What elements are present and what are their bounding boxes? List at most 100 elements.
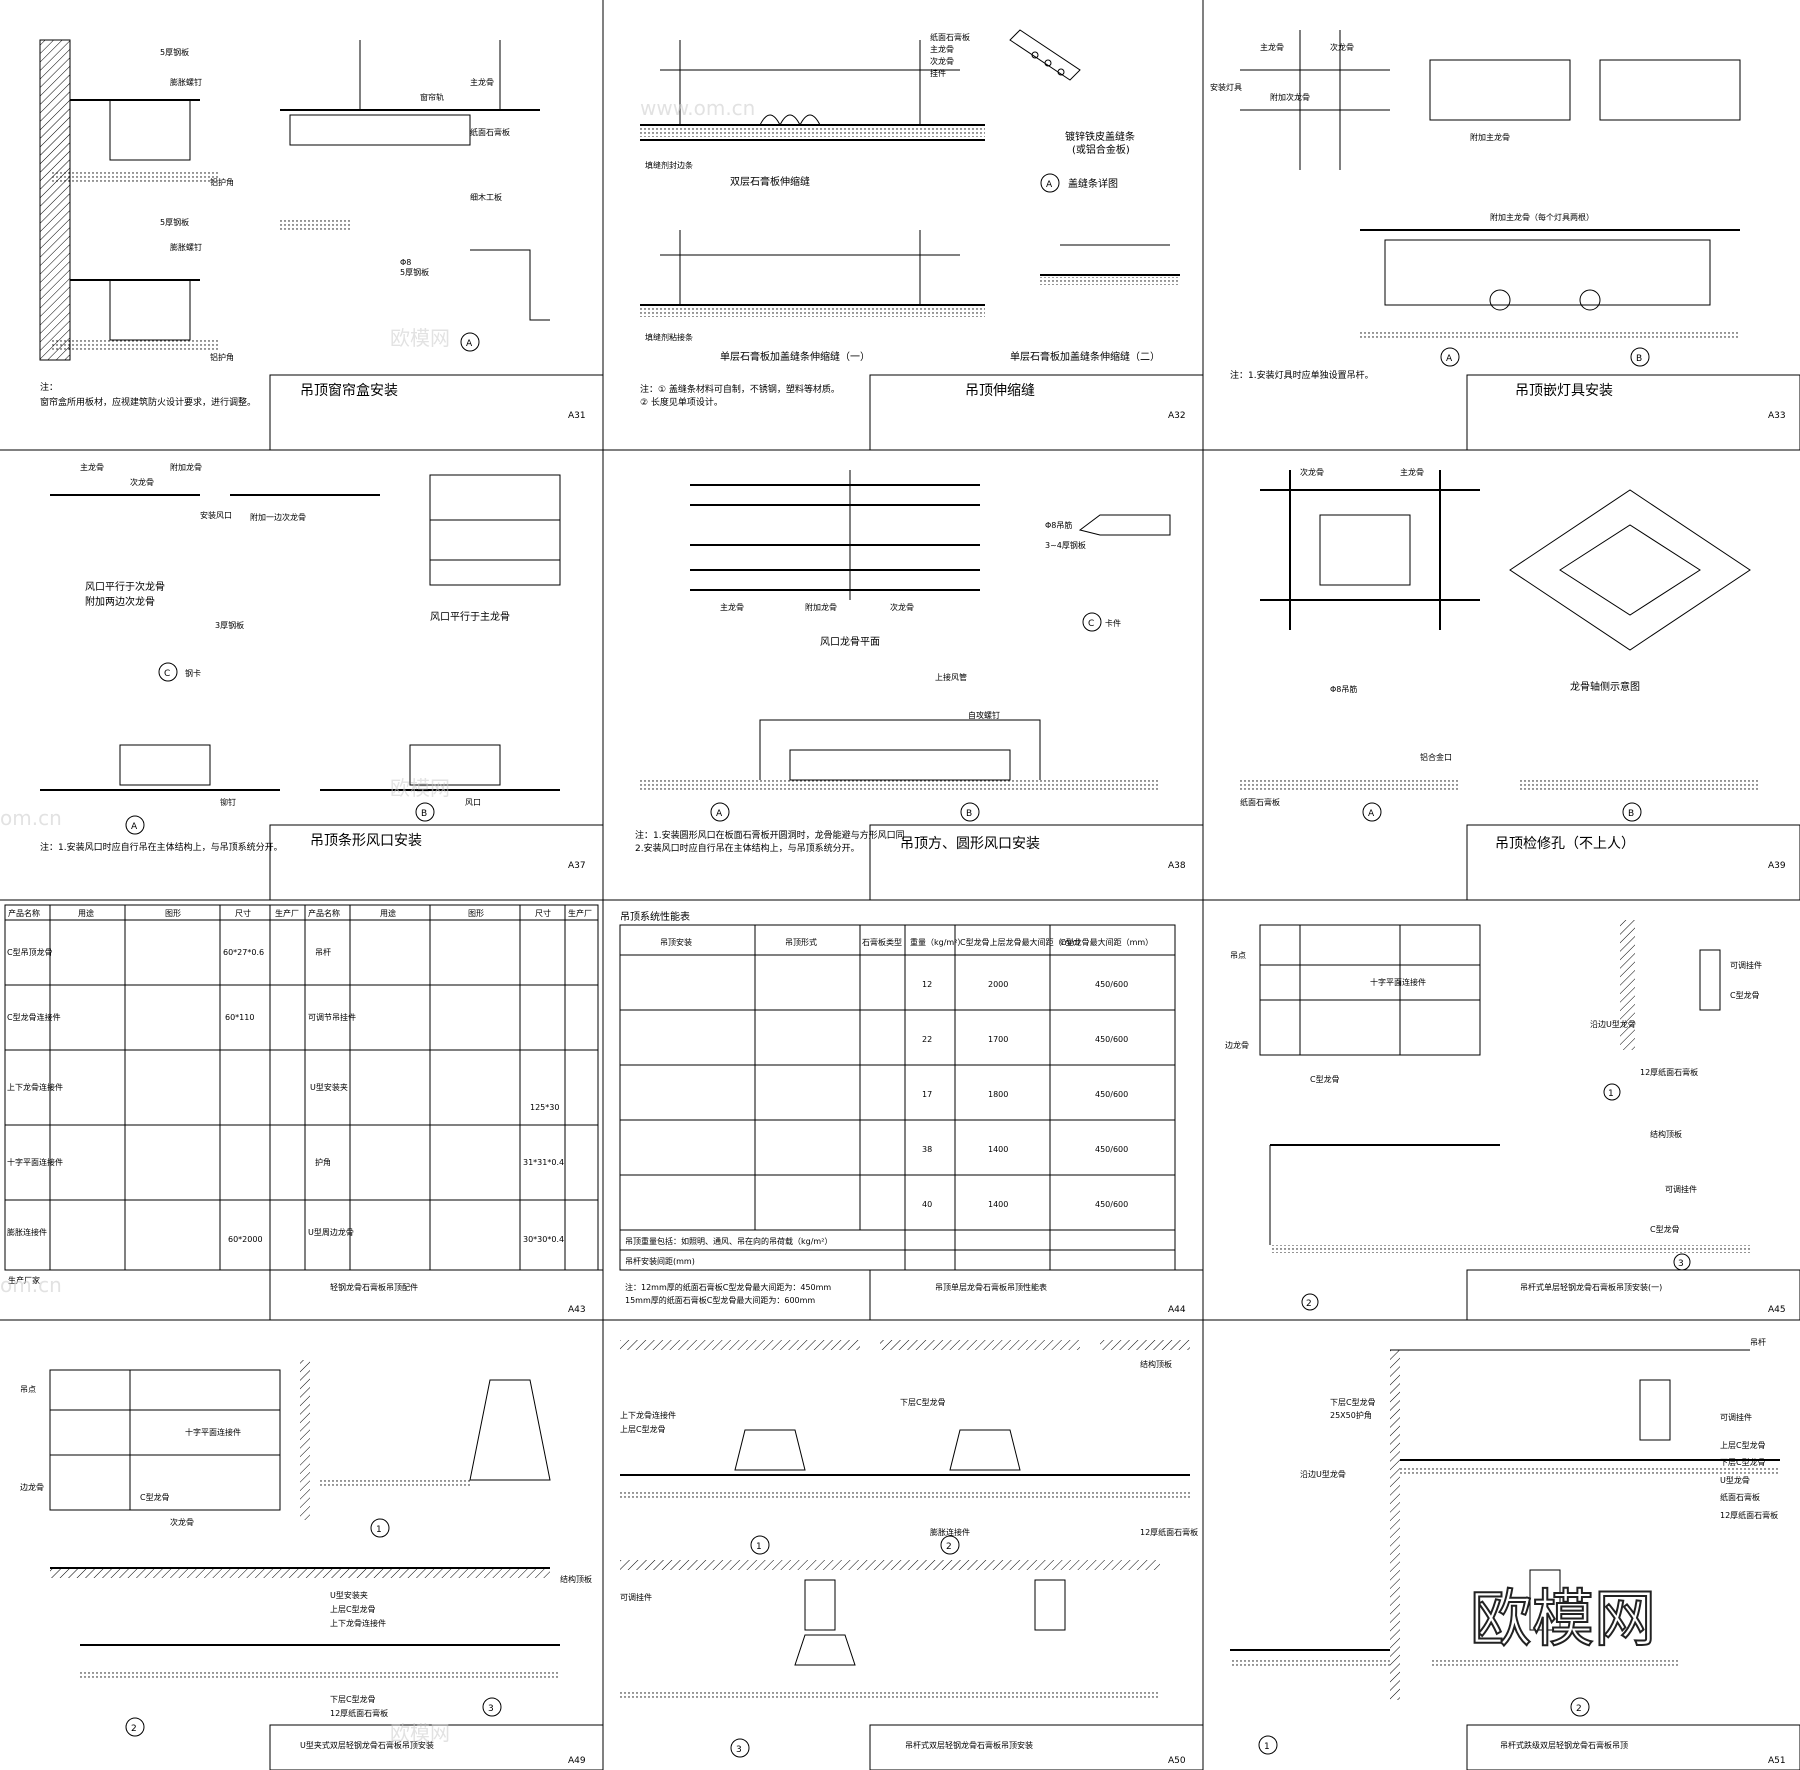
a44-note-1: 15mm厚的纸面石膏板C型龙骨最大间距为：600mm (625, 1295, 815, 1305)
a39-page: A39 (1768, 861, 1786, 871)
a43-r0-name2: 吊杆 (315, 947, 331, 957)
a31-label-11: 铝护角 (210, 177, 234, 187)
a44-header-5: C型龙骨上层龙骨最大间距（mm） (960, 937, 1085, 947)
a43-header-1: 用途 (78, 908, 94, 918)
a31-label-7: 膨胀螺钉 (170, 242, 202, 252)
a45-label-13: 3 (1678, 1259, 1684, 1269)
a44-r1-max: 450/600 (1095, 1035, 1128, 1044)
a31-label-5: 细木工板 (470, 192, 502, 202)
a43-header-6: 用途 (380, 908, 396, 918)
a43-r4-name2: U型周边龙骨 (308, 1227, 354, 1237)
a38-label-11: B (966, 809, 972, 819)
a32-label-1: 主龙骨 (930, 44, 954, 54)
a31-label-2: 窗帘轨 (420, 92, 444, 102)
a44-header-1: 吊顶形式 (785, 937, 817, 947)
a50-label-8: 2 (946, 1542, 952, 1552)
watermark-main-row4: 欧模网 (390, 1721, 450, 1745)
a31-label-3: 主龙骨 (470, 77, 494, 87)
a43-r3-name: 十字平面连接件 (7, 1157, 63, 1167)
a37-label-0: 主龙骨 (80, 462, 104, 472)
a43-r0-size: 60*27*0.6 (223, 948, 264, 957)
a43-r4-size: 60*2000 (228, 1235, 263, 1244)
panel-a44: 吊顶系统性能表 吊顶安装 吊顶形式 石膏板类型 重量（kg/m²） C型龙骨上层… (619, 910, 1204, 1321)
a51-label-8: 12厚纸面石膏板 (1720, 1510, 1778, 1520)
panel-a51: 吊杆 下层C型龙骨 25X50护角 可调挂件 上层C型龙骨 下层C型龙骨 纸面石… (1230, 1337, 1800, 1770)
a49-label-10: 12厚纸面石膏板 (330, 1708, 388, 1718)
a32-label-8: A (1046, 180, 1053, 190)
a44-r2-weight: 17 (922, 1090, 932, 1099)
a50-label-5: 可调挂件 (620, 1592, 652, 1602)
a33-label-4: 附加主龙骨 (1470, 132, 1510, 142)
watermark-main-row2: 欧模网 (390, 776, 450, 800)
a50-label-9: 3 (736, 1745, 742, 1755)
a44-table-title: 吊顶系统性能表 (620, 910, 690, 923)
a43-r3-name2: 护角 (315, 1157, 331, 1167)
a44-r3-spacing: 1400 (988, 1145, 1008, 1154)
a39-label-3: 龙骨轴侧示意图 (1570, 680, 1640, 693)
a44-r0-max: 450/600 (1095, 980, 1128, 989)
panel-a31: 5厚钢板 膨胀螺钉 窗帘轨 主龙骨 纸面石膏板 细木工板 5厚钢板 膨胀螺钉 铝… (39, 39, 604, 451)
a45-label-5: C型龙骨 (1730, 990, 1760, 1000)
a37-label-6: 风口平行于主龙骨 (430, 610, 510, 623)
a49-label-9: 下层C型龙骨 (330, 1694, 376, 1704)
a38-label-5: 3~4厚钢板 (1045, 540, 1086, 550)
a44-r0-weight: 12 (922, 980, 932, 989)
a38-label-6: C (1088, 619, 1094, 629)
a50-page: A50 (1168, 1756, 1186, 1766)
a38-label-2: 次龙骨 (890, 602, 914, 612)
a51-label-0: 吊杆 (1750, 1337, 1766, 1347)
a43-r3-size2: 31*31*0.4 (523, 1158, 564, 1167)
a43-r1-size: 60*110 (225, 1013, 254, 1022)
a49-label-2: C型龙骨 (140, 1492, 170, 1502)
a32-label-7: (或铝合金板) (1072, 143, 1130, 156)
a37-page: A37 (568, 861, 586, 871)
a31-label-4: 纸面石膏板 (470, 127, 510, 137)
a43-r4-size2: 30*30*0.4 (523, 1235, 564, 1244)
a43-r2-name2: U型安装夹 (310, 1082, 348, 1092)
a49-label-0: 吊点 (20, 1385, 36, 1394)
a43-r1-name: C型龙骨连接件 (7, 1012, 61, 1022)
a43-r0-name: C型吊顶龙骨 (7, 947, 53, 957)
a51-label-3: 可调挂件 (1720, 1412, 1752, 1422)
a51-label-4: 上层C型龙骨 (1720, 1440, 1766, 1450)
a33-label-3: 附加次龙骨 (1270, 92, 1310, 102)
a51-page: A51 (1768, 1756, 1786, 1766)
a39-label-4: 铝合金口 (1420, 752, 1452, 762)
a32-label-12: 填缝剂粘接条 (645, 332, 693, 342)
a45-label-11: 1 (1608, 1089, 1614, 1099)
a50-label-2: 上层C型龙骨 (620, 1424, 666, 1434)
a43-r2-name: 上下龙骨连接件 (7, 1082, 63, 1092)
a43-header-2: 图形 (165, 909, 181, 918)
a45-label-6: 沿边U型龙骨 (1590, 1019, 1636, 1029)
panel-a33: 主龙骨 次龙骨 安装灯具 附加次龙骨 附加主龙骨 附加主龙骨（每个灯具两根） A… (1210, 30, 1800, 451)
a44-r3-weight: 38 (922, 1145, 932, 1154)
a51-label-7: U型龙骨 (1720, 1475, 1750, 1485)
a45-label-7: 12厚纸面石膏板 (1640, 1067, 1698, 1077)
a43-header-7: 图形 (468, 909, 484, 918)
a51-label-5: 下层C型龙骨 (1720, 1457, 1766, 1467)
a31-label-8: 铝护角 (210, 352, 234, 362)
a37-title: 吊顶条形风口安装 (310, 832, 422, 849)
a31-page: A31 (568, 411, 586, 421)
a43-r1-name2: 可调节吊挂件 (308, 1012, 356, 1022)
a49-label-6: U型安装夹 (330, 1590, 368, 1600)
panel-a37: 主龙骨 附加龙骨 次龙骨 安装风口 风口平行于次龙骨 附加两边次龙骨 风口平行于… (40, 462, 604, 901)
a39-label-0: 次龙骨 (1300, 467, 1324, 477)
a49-label-5: 结构顶板 (560, 1574, 592, 1584)
watermark-site-row2: om.cn (0, 806, 62, 830)
a38-note-1: 2.安装风口时应自行吊在主体结构上，与吊顶系统分开。 (635, 842, 860, 854)
a49-label-7: 上层C型龙骨 (330, 1604, 376, 1614)
a38-page: A38 (1168, 861, 1186, 871)
a39-label-2: Φ8吊筋 (1330, 684, 1357, 694)
a45-label-8: 结构顶板 (1650, 1129, 1682, 1139)
a45-label-12: 2 (1306, 1299, 1312, 1309)
a31-title: 吊顶窗帘盒安装 (300, 382, 398, 399)
a45-page: A45 (1768, 1305, 1786, 1315)
a33-label-0: 主龙骨 (1260, 42, 1284, 52)
a44-header-0: 吊顶安装 (660, 937, 692, 947)
a32-label-0: 纸面石膏板 (930, 32, 970, 42)
a37-label-9: 钢卡 (185, 668, 201, 678)
a49-label-1: 十字平面连接件 (185, 1427, 241, 1437)
a45-label-4: 可调挂件 (1730, 960, 1762, 970)
a37-label-10: 3厚钢板 (215, 620, 244, 630)
